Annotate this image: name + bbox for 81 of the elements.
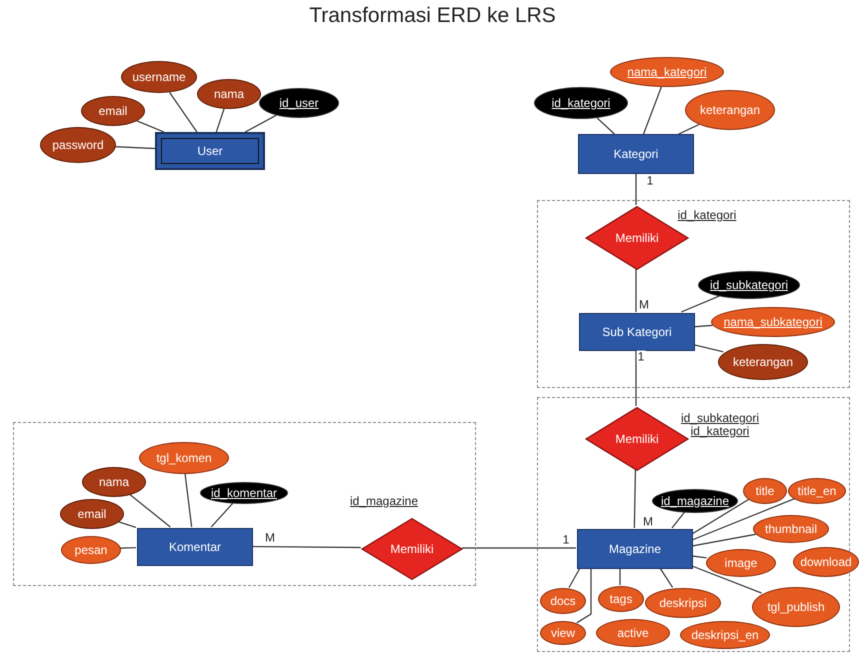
- connector-line: [681, 295, 720, 313]
- cardinality-label: M: [638, 298, 650, 312]
- connector-line: [116, 146, 156, 150]
- cardinality-label: 1: [562, 534, 570, 546]
- dashed-boundary-box: [537, 397, 850, 652]
- cardinality-label: 1: [646, 174, 654, 188]
- attribute-ellipse: thumbnail: [753, 515, 829, 543]
- attribute-ellipse: nama_subkategori: [711, 307, 835, 337]
- connector-line: [576, 568, 592, 624]
- connector-line: [596, 118, 615, 134]
- connector-line: [634, 470, 636, 528]
- attribute-ellipse: deskripsi: [645, 588, 721, 618]
- connector-line: [635, 269, 637, 312]
- connector-line: [568, 568, 581, 588]
- connector-line: [692, 498, 750, 535]
- attribute-ellipse: email: [81, 96, 145, 126]
- attribute-ellipse: username: [121, 61, 197, 93]
- connector-line: [210, 502, 234, 528]
- attribute-ellipse: tags: [598, 586, 644, 612]
- attribute-ellipse: image: [706, 549, 776, 577]
- entity-rectangle: Magazine: [577, 529, 693, 569]
- entity-rectangle: Kategori: [578, 134, 694, 174]
- attribute-ellipse: tgl_publish: [752, 587, 840, 627]
- connector-line: [660, 568, 674, 588]
- connector-line: [694, 344, 724, 352]
- key-attribute-ellipse: id_magazine: [652, 489, 738, 513]
- relationship-diamond: Memiliki: [361, 518, 463, 580]
- connector-line: [216, 108, 225, 132]
- entity-rectangle: User: [155, 132, 265, 170]
- diagram-title: Transformasi ERD ke LRS: [309, 4, 556, 28]
- connector-line: [184, 472, 192, 528]
- connector-line: [252, 546, 361, 548]
- key-attribute-ellipse: id_komentar: [200, 482, 288, 504]
- entity-rectangle: Komentar: [137, 528, 253, 566]
- connector-line: [692, 565, 762, 594]
- key-label: id_magazine: [350, 494, 418, 508]
- connector-line: [169, 92, 198, 132]
- attribute-ellipse: active: [596, 619, 670, 647]
- entity-rectangle: Sub Kategori: [579, 313, 695, 351]
- cardinality-label: M: [264, 532, 276, 544]
- cardinality-label: M: [642, 516, 654, 528]
- attribute-ellipse: docs: [540, 588, 586, 614]
- attribute-ellipse: title_en: [788, 478, 846, 504]
- connector-line: [136, 120, 164, 133]
- connector-line: [635, 350, 637, 406]
- connector-line: [244, 114, 276, 133]
- connector-line: [635, 174, 637, 205]
- connector-line: [117, 520, 136, 528]
- attribute-ellipse: deskripsi_en: [680, 621, 770, 649]
- key-attribute-ellipse: id_user: [259, 88, 339, 118]
- connector-line: [619, 568, 621, 585]
- attribute-ellipse: pesan: [61, 536, 121, 564]
- key-label: id_subkategori: [680, 411, 760, 425]
- connector-line: [120, 547, 136, 549]
- attribute-ellipse: nama: [197, 79, 261, 109]
- connector-line: [128, 493, 171, 528]
- attribute-ellipse: view: [540, 621, 586, 645]
- connector-line: [692, 555, 707, 558]
- connector-line: [462, 547, 576, 549]
- attribute-ellipse: nama: [82, 467, 146, 497]
- dashed-boundary-box: [13, 422, 476, 586]
- attribute-ellipse: keterangan: [718, 344, 808, 380]
- attribute-ellipse: download: [793, 547, 859, 577]
- connector-line: [678, 124, 700, 135]
- attribute-ellipse: password: [40, 127, 116, 163]
- connector-line: [672, 511, 686, 528]
- cardinality-label: 1: [636, 350, 646, 364]
- attribute-ellipse: email: [60, 499, 124, 529]
- connector-line: [692, 498, 795, 541]
- dashed-boundary-box: [537, 200, 850, 388]
- key-label: id_kategori: [678, 208, 736, 222]
- key-attribute-ellipse: id_kategori: [534, 87, 628, 119]
- connector-line: [694, 324, 713, 328]
- attribute-ellipse: keterangan: [685, 90, 775, 130]
- key-label: id_kategori: [690, 424, 750, 438]
- connector-line: [692, 534, 756, 547]
- key-attribute-ellipse: id_subkategori: [698, 271, 800, 299]
- connector-line: [643, 86, 662, 134]
- attribute-ellipse: title: [743, 478, 787, 504]
- attribute-ellipse: nama_kategori: [610, 57, 724, 87]
- attribute-ellipse: tgl_komen: [139, 442, 229, 474]
